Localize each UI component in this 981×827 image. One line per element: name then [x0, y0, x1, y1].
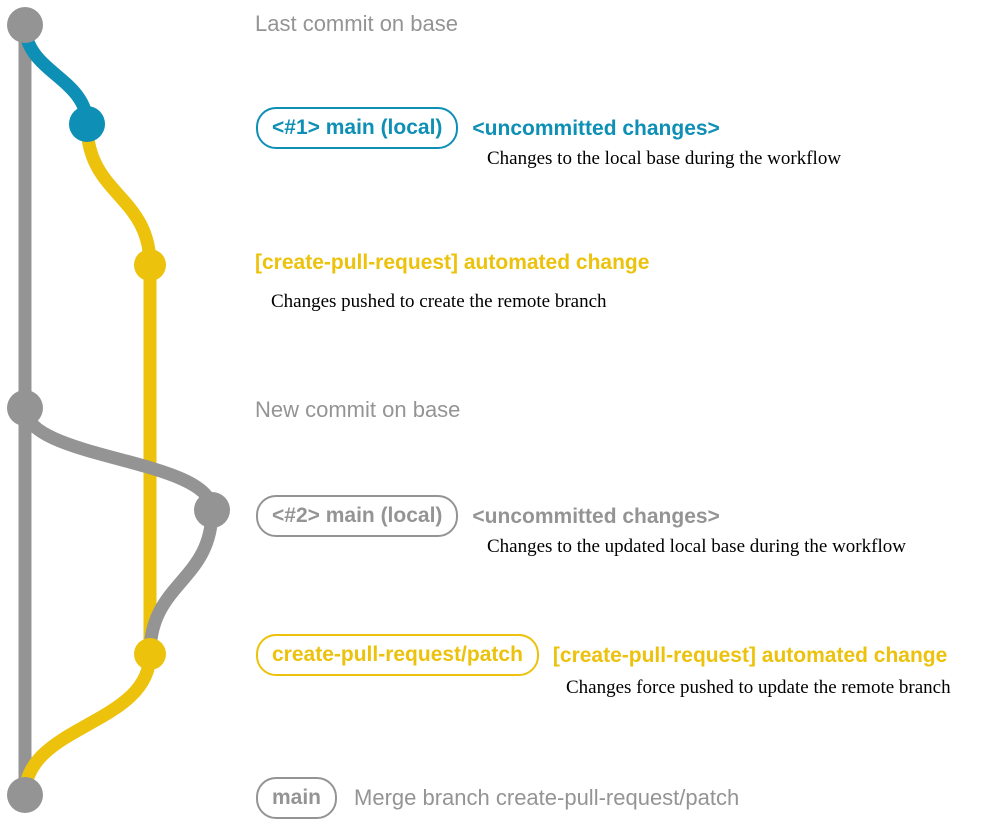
edge-remote2-to-merge [18, 647, 157, 802]
edge-local1-to-remote1 [80, 117, 157, 272]
last-commit-headline: Last commit on base [255, 11, 458, 36]
annotation-row-local-2: <#2> main (local) <uncommitted changes> [256, 495, 720, 537]
annotation-row-local-1: <#1> main (local) <uncommitted changes> [256, 107, 720, 149]
branch-pill-local-1[interactable]: <#1> main (local) [256, 107, 459, 149]
merge-headline: Merge branch create-pull-request/patch [354, 785, 740, 810]
commit-node-local-1[interactable] [69, 106, 105, 142]
branch-pill-remote-2[interactable]: create-pull-request/patch [256, 634, 539, 676]
commit-node-base-merge[interactable] [7, 777, 43, 813]
annotation-row-new-commit: New commit on base [255, 399, 460, 421]
annotation-row-merge: main Merge branch create-pull-request/pa… [256, 777, 739, 819]
commit-node-base-new[interactable] [7, 390, 43, 426]
edge-basenew-to-local2 [18, 401, 219, 517]
new-commit-headline: New commit on base [255, 397, 461, 422]
annotation-row-remote-1: [create-pull-request] automated change [255, 252, 649, 273]
remote-1-description: Changes pushed to create the remote bran… [271, 291, 607, 312]
commit-node-base-last[interactable] [7, 7, 43, 43]
branch-pill-main[interactable]: main [256, 777, 338, 819]
branch-pill-local-2[interactable]: <#2> main (local) [256, 495, 459, 537]
commit-node-remote-2[interactable] [134, 638, 166, 670]
local-1-description: Changes to the local base during the wor… [487, 148, 842, 169]
local-1-headline: <uncommitted changes> [472, 116, 720, 140]
edge-local2-to-remote2 [143, 503, 219, 661]
annotation-row-last-commit: Last commit on base [255, 13, 458, 35]
annotation-row-remote-2: create-pull-request/patch [create-pull-r… [256, 634, 947, 676]
local-2-description: Changes to the updated local base during… [487, 536, 906, 557]
commit-node-remote-1[interactable] [134, 249, 166, 281]
remote-1-headline: [create-pull-request] automated change [255, 251, 650, 274]
remote-2-description: Changes force pushed to update the remot… [566, 677, 951, 698]
remote-2-headline: [create-pull-request] automated change [552, 643, 948, 667]
local-2-headline: <uncommitted changes> [472, 504, 720, 528]
commit-node-local-2[interactable] [194, 492, 230, 528]
